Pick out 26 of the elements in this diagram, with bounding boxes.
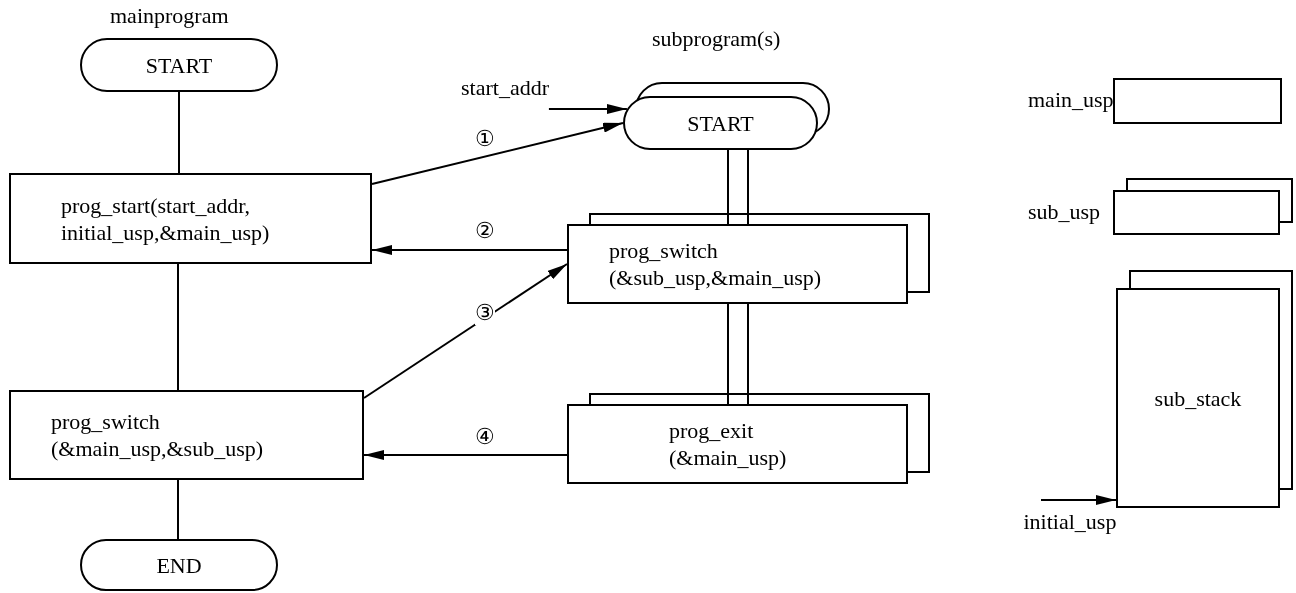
- connector-line: [178, 91, 180, 174]
- register-label: sub_usp: [1028, 198, 1101, 225]
- caption-text: mainprogram: [110, 4, 229, 28]
- connector-line: [727, 149, 749, 225]
- connector-line: [177, 263, 179, 391]
- node-text: prog_exit (&main_usp): [669, 417, 788, 471]
- connector-line: [177, 479, 179, 540]
- arrow: [363, 263, 568, 399]
- register-drawing: [1028, 178, 1293, 235]
- arrow: [363, 450, 568, 460]
- node-text: END: [156, 551, 202, 579]
- edge-label: ③: [475, 301, 495, 325]
- arrow: [371, 122, 624, 185]
- node-text: sub_stack: [1154, 384, 1242, 412]
- register-drawing: [1028, 78, 1282, 124]
- register-label: main_usp: [1028, 86, 1114, 113]
- node-text: prog_start(start_addr, initial_usp,&main_usp): [61, 191, 271, 246]
- caption-text: subprogram(s): [652, 27, 781, 51]
- arrow: [547, 104, 628, 114]
- arrow: [1040, 495, 1117, 505]
- connector-line: [727, 303, 749, 405]
- node-text: START: [687, 109, 754, 137]
- node-text: START: [145, 51, 213, 79]
- node-text: prog_switch (&main_usp,&sub_usp): [51, 408, 265, 462]
- arrow: [371, 245, 568, 255]
- node-text: prog_switch (&sub_usp,&main_usp): [609, 237, 823, 291]
